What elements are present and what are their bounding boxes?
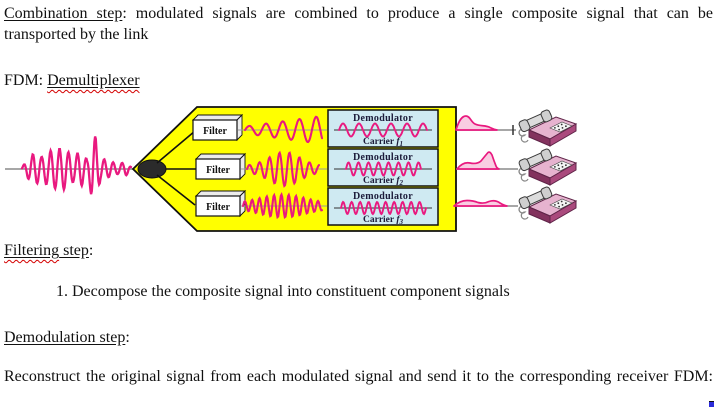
filter-label-3: Filter: [206, 202, 230, 213]
partial-link-artifact: [709, 401, 714, 407]
paragraph-combination: Combination step: modulated signals are …: [4, 4, 713, 45]
filtering-word: Filtering: [4, 242, 60, 259]
filtering-item-1: 1. Decompose the composite signal into c…: [56, 283, 510, 300]
paragraph-reconstruct: Reconstruct the original signal from eac…: [4, 368, 713, 385]
demodulator-title-3: Demodulator: [353, 191, 413, 202]
filter-box-2: Filter: [194, 152, 247, 181]
filter-label-2: Filter: [206, 165, 230, 176]
branch-line-3: [156, 174, 196, 206]
combination-step-text: : modulated signals are combined to prod…: [4, 5, 714, 43]
filter-label-1: Filter: [203, 126, 227, 137]
demodulator-box-1: Demodulator Carrier f1: [327, 109, 439, 148]
filtered-wave-1: [243, 115, 324, 144]
filtered-wave-3: [241, 191, 324, 220]
carrier-wave-2: [345, 161, 422, 177]
carrier-wave-3: [340, 200, 427, 216]
demodulator-title-1: Demodulator: [353, 113, 413, 124]
filtering-tail: step: [59, 242, 89, 259]
branch-line-1: [156, 130, 196, 164]
demodulation-colon: :: [125, 329, 130, 346]
composite-signal-wave: [20, 136, 133, 195]
splitter-node: [137, 159, 167, 179]
paragraph-fdm-demultiplexer: FDM: Demultiplexer: [4, 71, 713, 92]
filtered-wave-2: [245, 150, 321, 188]
telephone-icon-1: [517, 108, 577, 147]
demodulator-box-2: Demodulator Carrier f2: [327, 148, 439, 187]
carrier-label-3: Carrier f3: [363, 215, 404, 226]
carrier-label-1: Carrier f1: [363, 137, 403, 148]
demodulated-envelope-1: [455, 115, 498, 131]
demodulation-step-term: Demodulation step: [4, 329, 126, 346]
telephone-icon-2: [517, 147, 577, 186]
telephone-icon-3: [517, 185, 577, 224]
demodulator-box-3: Demodulator Carrier f3: [327, 187, 439, 226]
fdm-prefix: FDM:: [4, 72, 48, 89]
filter-box-1: Filter: [191, 113, 244, 142]
fdm-demultiplexer-diagram: Filter Filter Filter Demodulator Carrier: [5, 106, 577, 232]
paragraph-filtering: Filtering step:: [4, 241, 713, 262]
combination-step-term: Combination step: [4, 5, 123, 22]
paragraph-demodulation: Demodulation step:: [4, 328, 713, 349]
filtering-colon: :: [88, 242, 94, 259]
demultiplexer-term: Demultiplexer: [47, 72, 140, 89]
demodulated-envelope-3: [453, 199, 508, 207]
carrier-wave-1: [338, 122, 428, 138]
filter-box-3: Filter: [194, 189, 247, 218]
carrier-label-2: Carrier f2: [363, 176, 404, 187]
demodulator-title-2: Demodulator: [353, 152, 413, 163]
demodulated-envelope-2: [456, 151, 500, 170]
